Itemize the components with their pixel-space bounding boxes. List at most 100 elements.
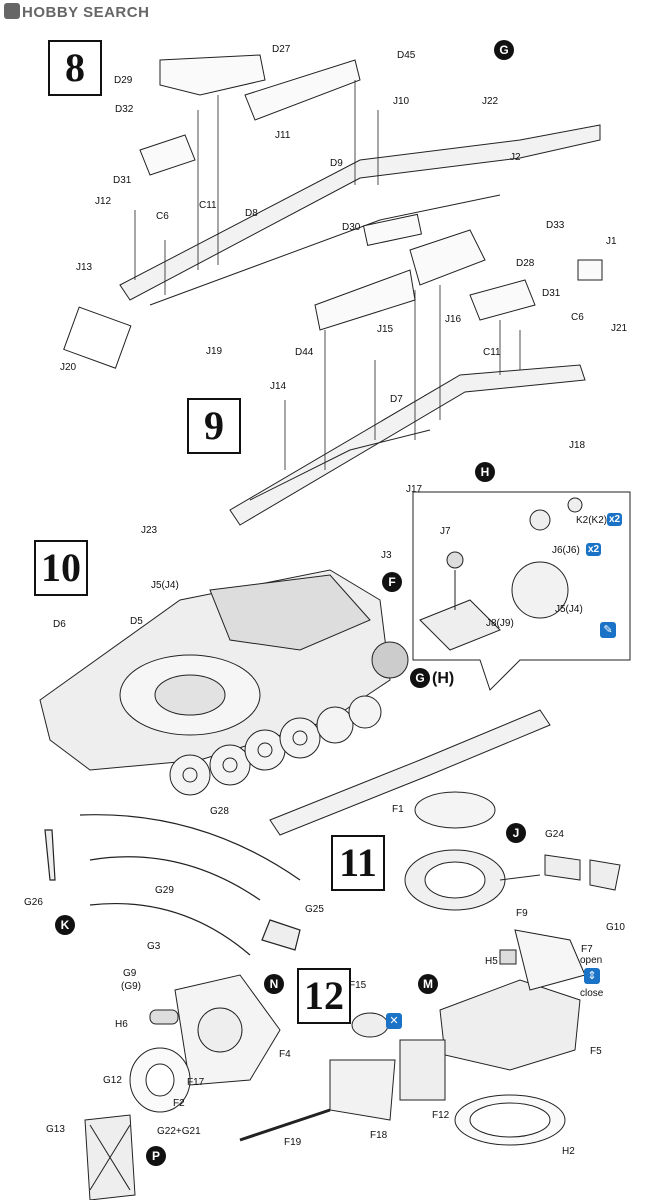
callout-g: G xyxy=(494,40,514,60)
callout-g2: G xyxy=(410,668,430,688)
part-label: J18 xyxy=(569,440,586,451)
part-label: J10 xyxy=(393,96,410,107)
step-number-9: 9 xyxy=(187,398,241,454)
part-label: F2 xyxy=(173,1098,185,1109)
leader-lines xyxy=(134,80,521,470)
step-number-11: 11 xyxy=(331,835,385,891)
part-label: K2(K2) xyxy=(576,515,608,526)
part-label: D28 xyxy=(516,258,535,269)
part-label: J11 xyxy=(275,130,291,141)
step8-side-rail xyxy=(63,124,601,369)
part-label: G9 xyxy=(123,968,137,979)
callout-m: M xyxy=(418,974,438,994)
part-label: F4 xyxy=(279,1049,291,1060)
part-label: G22+G21 xyxy=(157,1126,201,1137)
part-label: J13 xyxy=(76,262,93,273)
callout-h: H xyxy=(475,462,495,482)
callout-h-optional: (H) xyxy=(432,670,455,687)
part-label: J1 xyxy=(606,236,617,247)
part-label: F7 xyxy=(581,944,593,955)
detail-inset-h xyxy=(412,491,631,691)
part-label: J2 xyxy=(510,152,521,163)
part-label: H6 xyxy=(115,1019,128,1030)
part-label: F5 xyxy=(590,1046,602,1057)
part-label: D7 xyxy=(390,394,403,405)
part-label: J7 xyxy=(440,526,451,537)
part-label: F1 xyxy=(392,804,404,815)
option-open-label: open xyxy=(580,955,603,966)
step9-side-rail xyxy=(229,364,586,526)
callout-p: P xyxy=(146,1146,166,1166)
stowage-bin xyxy=(84,1114,136,1200)
part-label: D31 xyxy=(113,175,132,186)
part-label: D33 xyxy=(546,220,565,231)
part-label: J5(J4) xyxy=(555,604,583,615)
part-label: J23 xyxy=(141,525,158,536)
part-label: D31 xyxy=(542,288,561,299)
quantity-badge-j6: x2 xyxy=(586,543,602,556)
hatch-ring xyxy=(404,791,621,911)
callout-n: N xyxy=(264,974,284,994)
part-label: D8 xyxy=(245,208,258,219)
part-label: G3 xyxy=(147,941,161,952)
option-close-label: close xyxy=(580,988,604,999)
quantity-badge-k2: x2 xyxy=(607,513,623,526)
part-label: F19 xyxy=(284,1137,302,1148)
stowage-boxes xyxy=(139,54,603,331)
part-label: D32 xyxy=(115,104,134,115)
part-label: J5(J4) xyxy=(151,580,179,591)
do-not-glue-icon: ✕ xyxy=(386,1013,402,1029)
part-label: D6 xyxy=(53,619,66,630)
part-label: G28 xyxy=(210,806,229,817)
part-label: J19 xyxy=(206,346,223,357)
part-label: F9 xyxy=(516,908,528,919)
mantlet xyxy=(239,1012,446,1142)
callout-j: J xyxy=(506,823,526,843)
callout-f: F xyxy=(382,572,402,592)
part-label: F18 xyxy=(370,1130,388,1141)
part-label: G26 xyxy=(24,897,43,908)
part-label: C11 xyxy=(199,200,217,211)
part-label: D30 xyxy=(342,222,361,233)
watermark: HOBBY SEARCH xyxy=(4,3,149,21)
part-label: J15 xyxy=(377,324,394,335)
part-label: J8(J9) xyxy=(486,618,514,629)
tank-hull xyxy=(39,569,409,771)
cupola xyxy=(439,929,586,1146)
movable-part-icon: ⇕ xyxy=(584,968,600,984)
part-label: D44 xyxy=(295,347,314,358)
part-label: C6 xyxy=(571,312,584,323)
part-label: G25 xyxy=(305,904,324,915)
part-label: D9 xyxy=(330,158,343,169)
part-label: C6 xyxy=(156,211,169,222)
part-label: C11 xyxy=(483,347,501,358)
part-label: G10 xyxy=(606,922,625,933)
part-label: J16 xyxy=(445,314,462,325)
step-number-10: 10 xyxy=(34,540,88,596)
gun-shield xyxy=(129,974,281,1113)
callout-k: K xyxy=(55,915,75,935)
part-label: J3 xyxy=(381,550,392,561)
part-label: G29 xyxy=(155,885,174,896)
part-label: D45 xyxy=(397,50,416,61)
part-label: G24 xyxy=(545,829,564,840)
step-number-12: 12 xyxy=(297,968,351,1024)
part-label: D29 xyxy=(114,75,133,86)
part-label: J14 xyxy=(270,381,287,392)
glue-icon: ✎ xyxy=(600,622,616,638)
part-label: (G9) xyxy=(121,981,141,992)
part-label: J12 xyxy=(95,196,112,207)
step10-side-rail xyxy=(269,709,551,836)
part-label: F17 xyxy=(187,1077,205,1088)
part-label: H5 xyxy=(485,956,498,967)
part-label: D27 xyxy=(272,44,291,55)
part-label: J21 xyxy=(611,323,628,334)
handrails xyxy=(44,814,301,956)
part-label: G13 xyxy=(46,1124,65,1135)
hobby-search-logo-icon xyxy=(4,3,20,19)
part-label: G12 xyxy=(103,1075,122,1086)
part-label: J17 xyxy=(406,484,423,495)
part-label: F15 xyxy=(349,980,367,991)
